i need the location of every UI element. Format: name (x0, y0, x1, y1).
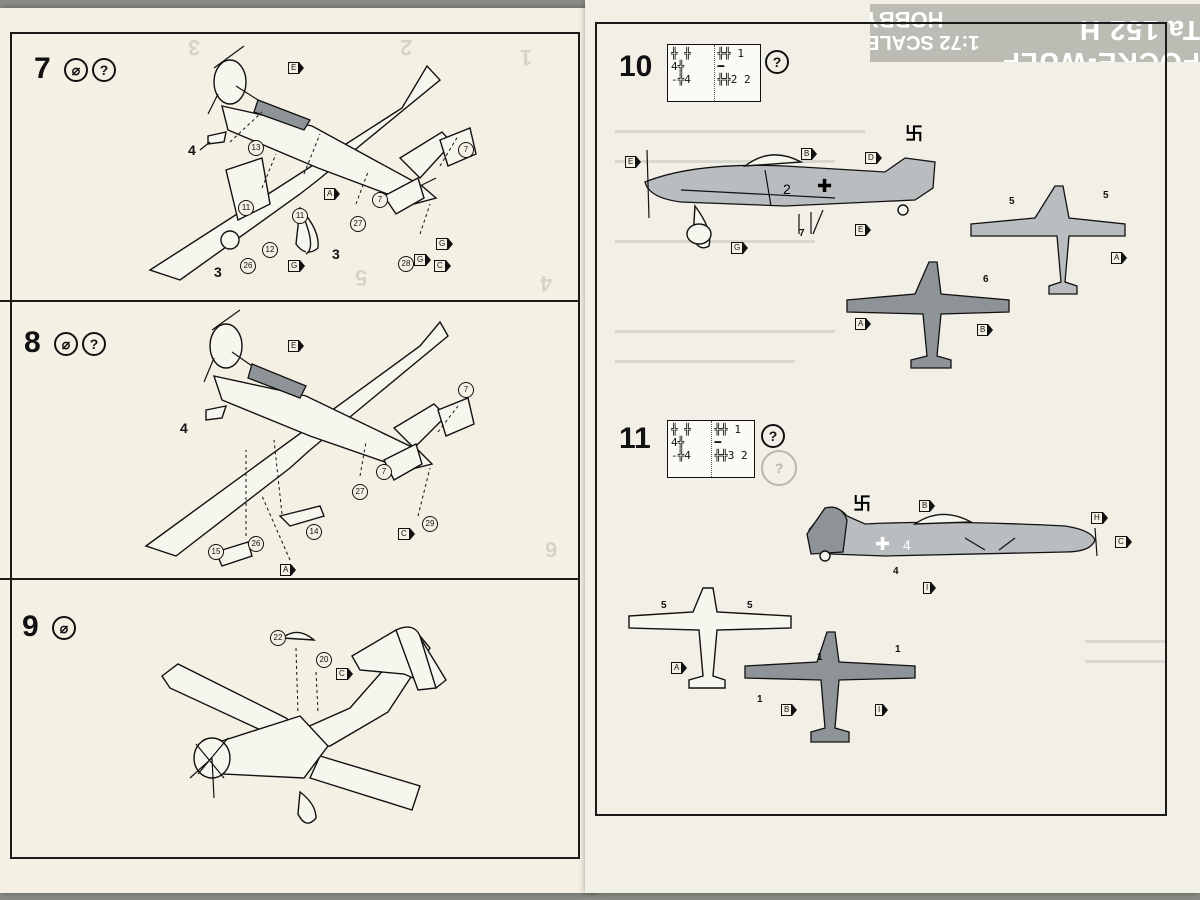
step-number: 9 (22, 610, 39, 643)
decal-cell: ╬╬ 1 ━ ╬╬2 2 (713, 45, 761, 101)
decal-flag: G (414, 254, 432, 266)
decal-flag: B (801, 148, 818, 160)
part-number: 5 (1103, 190, 1109, 201)
part-number: 5 (747, 600, 753, 611)
part-number: 5 (661, 600, 667, 611)
step-7-diagram (148, 45, 477, 281)
svg-text:✚: ✚ (817, 176, 832, 197)
decal-cell: ╬╬ 1 ━ ╬╬3 2 (710, 421, 755, 477)
part-callout: 7 (458, 142, 474, 158)
part-callout: 12 (262, 242, 278, 258)
decal-flag: C (336, 668, 353, 680)
step-9-diagram (161, 626, 447, 824)
decal-flag: G (436, 238, 454, 250)
glue-icon: ⌀ (64, 58, 88, 82)
step-number: 11 (619, 422, 651, 455)
side-view-number: 2 (783, 181, 791, 197)
step-number: 10 (619, 50, 653, 83)
part-callout: 11 (238, 200, 254, 216)
svg-text:✚: ✚ (875, 534, 890, 555)
part-number: 3 (332, 246, 340, 262)
steps-frame (595, 22, 1167, 816)
decal-flag: C (434, 260, 451, 272)
step-divider (0, 578, 578, 580)
decal-flag: E (288, 62, 305, 74)
decal-flag: C (1115, 536, 1132, 548)
part-callout: 26 (240, 258, 256, 274)
part-number: 1 (817, 652, 823, 663)
glue-icon: ⌀ (54, 332, 78, 356)
steps-frame (10, 32, 580, 859)
part-callout: 14 (306, 524, 322, 540)
part-callout: 7 (458, 382, 474, 398)
decal-flag: A (1111, 252, 1128, 264)
part-callout: 26 (248, 536, 264, 552)
part-number: 4 (893, 566, 899, 577)
decal-cell: ╬ ╬ 4╬ -╬4 (671, 47, 691, 86)
instruction-sheet-left: 3 2 1 5 4 6 7 ⌀ ? E 4 3 3 (0, 8, 598, 893)
decal-flag: C (398, 528, 415, 540)
decal-flag: E (625, 156, 642, 168)
part-number: 4 (188, 142, 196, 158)
part-number: 4 (180, 420, 188, 436)
part-number: 1 (895, 644, 901, 655)
question-icon: ? (765, 50, 789, 74)
part-callout: 7 (376, 464, 392, 480)
svg-text:卐: 卐 (905, 124, 923, 145)
part-callout: 27 (350, 216, 366, 232)
part-callout: 11 (292, 208, 308, 224)
decal-cell: ╬ ╬ 4╬ -╬4 (671, 423, 691, 462)
decal-flag: A (671, 662, 688, 674)
side-view-number: 4 (903, 537, 911, 553)
reverse-print-header: FOCKE-WULF Ta 152 H 1:72 SCALE HOBBY (870, 4, 1200, 62)
decal-flag: A (855, 318, 872, 330)
part-number: 1 (757, 694, 763, 705)
part-callout: 28 (398, 256, 414, 272)
decal-flag: I (923, 582, 937, 594)
decal-flag: I (875, 704, 889, 716)
decal-flag: E (288, 340, 305, 352)
part-callout: 27 (352, 484, 368, 500)
part-callout: 7 (372, 192, 388, 208)
question-icon: ? (82, 332, 106, 356)
decal-flag: G (288, 260, 306, 272)
decal-flag: D (865, 152, 882, 164)
decal-sheet-reference: ╬ ╬ 4╬ -╬4 ╬╬ 1 ━ ╬╬3 2 (667, 420, 755, 478)
decal-flag: A (324, 188, 341, 200)
step-number: 7 (34, 52, 51, 85)
question-icon: ? (761, 424, 785, 448)
decal-flag: A (280, 564, 297, 576)
step-8-diagram (144, 309, 475, 567)
part-callout: 15 (208, 544, 224, 560)
decal-flag: B (781, 704, 798, 716)
part-number: 5 (1009, 196, 1015, 207)
step-10-diagram: 2 ✚ 卐 (644, 124, 1126, 369)
instruction-sheet-right: FOCKE-WULF Ta 152 H 1:72 SCALE HOBBY 10 … (585, 0, 1200, 893)
step-number: 8 (24, 326, 41, 359)
decal-sheet-reference: ╬ ╬ 4╬ -╬4 ╬╬ 1 ━ ╬╬2 2 (667, 44, 761, 102)
question-icon: ? (92, 58, 116, 82)
part-number: 3 (214, 264, 222, 280)
step-divider (0, 300, 578, 302)
part-callout: 13 (248, 140, 264, 156)
svg-text:卐: 卐 (853, 494, 871, 515)
glue-icon: ⌀ (52, 616, 76, 640)
decal-flag: E (855, 224, 872, 236)
part-callout: 29 (422, 516, 438, 532)
part-callout: 22 (270, 630, 286, 646)
part-number: 7 (799, 228, 805, 239)
part-callout: 20 (316, 652, 332, 668)
decal-flag: B (919, 500, 936, 512)
step-11-diagram: 4 ✚ 卐 (628, 494, 1098, 743)
part-number: 6 (983, 274, 989, 285)
decal-flag: B (977, 324, 994, 336)
decal-flag: H (1091, 512, 1108, 524)
decal-flag: G (731, 242, 749, 254)
